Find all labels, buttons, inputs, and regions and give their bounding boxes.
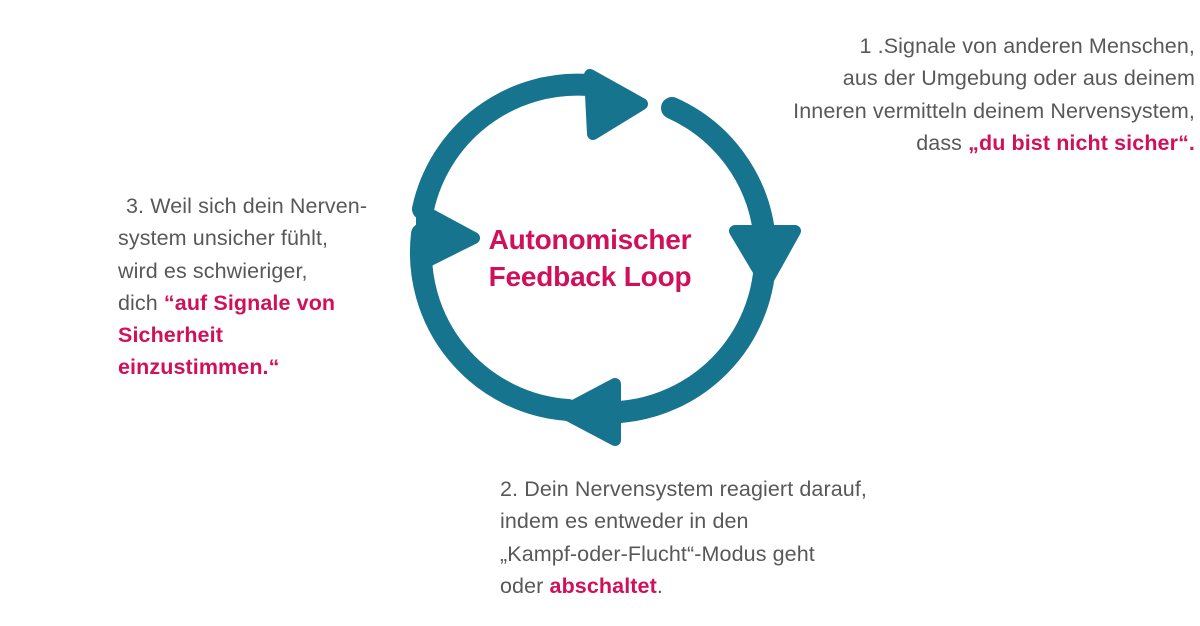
- cycle-arc-top-right: [661, 97, 775, 243]
- cycle-arrowhead-bottom: [556, 378, 621, 446]
- step-2-line-4-plain: oder: [500, 573, 550, 598]
- center-title-line-2: Feedback Loop: [488, 260, 692, 292]
- step-3-highlight-3: einzustimmen.“: [118, 355, 280, 380]
- step-1-highlight: „du bist nicht sicher“.: [968, 130, 1195, 155]
- cycle-arrowhead-left: [416, 204, 480, 270]
- step-2-line-4-trail: .: [656, 573, 663, 598]
- cycle-arc-top-left: [412, 73, 599, 220]
- cycle-arrowhead-top: [584, 69, 648, 140]
- center-title: Autonomischer Feedback Loop: [440, 222, 740, 296]
- step-3-line-2: system unsicher fühlt,: [118, 226, 329, 251]
- step-2-line-4: oder abschaltet.: [500, 570, 970, 602]
- step-3-line-1: 3. Weil sich dein Nerven-: [126, 194, 368, 218]
- step-3-line-4: dich “auf Signale von: [118, 287, 408, 319]
- step-2-text: 2. Dein Nervensystem reagiert darauf, in…: [500, 473, 970, 602]
- step-2-line-3: „Kampf-oder-Flucht“-Modus geht: [500, 541, 815, 566]
- step-1-line-3: Inneren vermitteln deinem Nervensystem,: [793, 98, 1195, 123]
- step-3-line-3: wird es schwieriger,: [118, 258, 308, 283]
- autonomic-feedback-loop-cycle: [390, 62, 820, 447]
- step-1-text: 1 .Signale von anderen Menschen, aus der…: [640, 30, 1195, 159]
- cycle-arrowhead-right: [729, 225, 801, 289]
- step-3-text: 3. Weil sich dein Nerven- system unsiche…: [118, 190, 408, 384]
- step-1-line-4: dass „du bist nicht sicher“.: [640, 127, 1195, 159]
- step-1-line-2: aus der Umgebung oder aus deinem: [842, 66, 1195, 91]
- cycle-arc-right-bottom: [609, 251, 776, 423]
- step-3-line-4-plain: dich: [118, 290, 164, 315]
- step-2-line-1: 2. Dein Nervensystem reagiert darauf,: [500, 477, 867, 501]
- step-3-highlight-2: Sicherheit: [118, 323, 223, 347]
- center-title-line-1: Autonomischer: [488, 224, 692, 255]
- step-3-highlight-1: “auf Signale von: [163, 290, 336, 315]
- step-2-line-2: indem es entweder in den: [500, 509, 749, 534]
- step-1-line-1: 1 .Signale von anderen Menschen,: [859, 34, 1195, 58]
- step-2-highlight: abschaltet: [549, 573, 657, 598]
- step-1-line-4-plain: dass: [916, 130, 969, 155]
